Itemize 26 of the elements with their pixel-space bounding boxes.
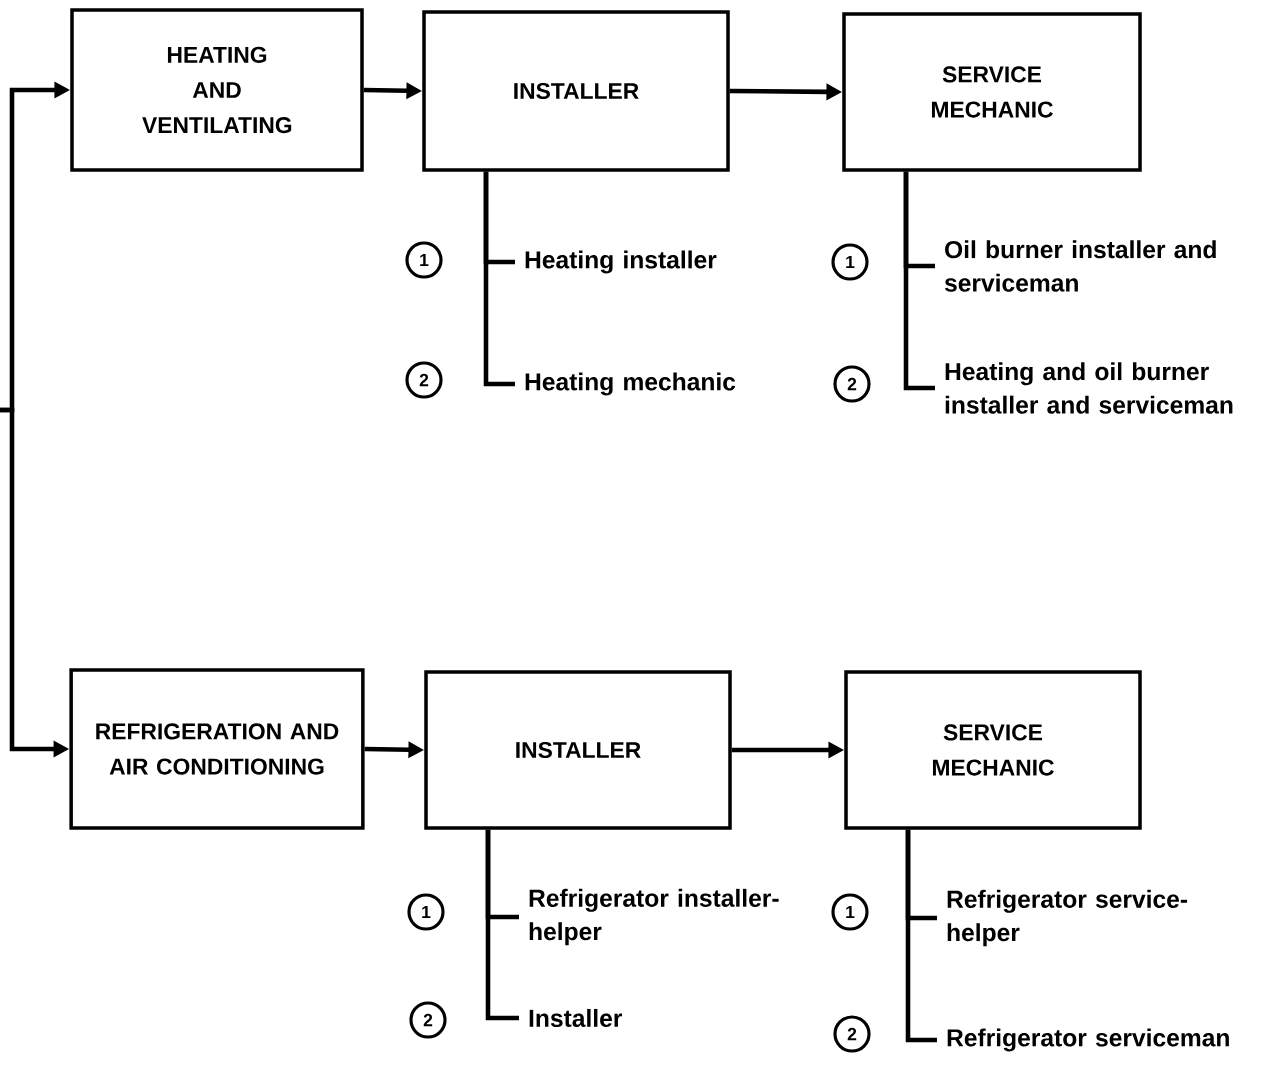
callout-number: 2 xyxy=(405,361,443,399)
job-title: Refrigerator installer-helper xyxy=(529,888,779,946)
job-title: Installer xyxy=(529,1008,623,1028)
bracket-line xyxy=(903,171,935,391)
bracket-line xyxy=(483,171,515,387)
job-title: Oil burner installer and serviceman xyxy=(944,240,1216,292)
process-box: SERVICE MECHANIC xyxy=(842,12,1142,172)
callout-number: 2 xyxy=(409,1001,447,1039)
process-box: INSTALLER xyxy=(422,10,730,172)
callout-number: 2 xyxy=(833,365,871,403)
job-title: Heating mechanic xyxy=(525,372,736,396)
job-title: Refrigerator service-helper xyxy=(947,889,1188,947)
process-box: SERVICE MECHANIC xyxy=(844,670,1142,830)
callout-number: 1 xyxy=(831,893,869,931)
job-title: Heating installer xyxy=(525,250,717,274)
process-box: INSTALLER xyxy=(424,670,732,830)
job-title: Heating and oil burner installer and serviceman xyxy=(945,362,1233,414)
callout-number: 1 xyxy=(407,893,445,931)
job-title: Refrigerator serviceman xyxy=(947,1028,1229,1052)
callout-number: 1 xyxy=(831,243,869,281)
bracket-line xyxy=(905,829,937,1043)
process-box: REFRIGERATION AND AIR CONDITIONING xyxy=(69,668,365,830)
bracket-line xyxy=(485,829,519,1021)
process-box: HEATING AND VENTILATING xyxy=(70,8,364,172)
callout-number: 1 xyxy=(405,241,443,279)
callout-number: 2 xyxy=(833,1015,871,1053)
